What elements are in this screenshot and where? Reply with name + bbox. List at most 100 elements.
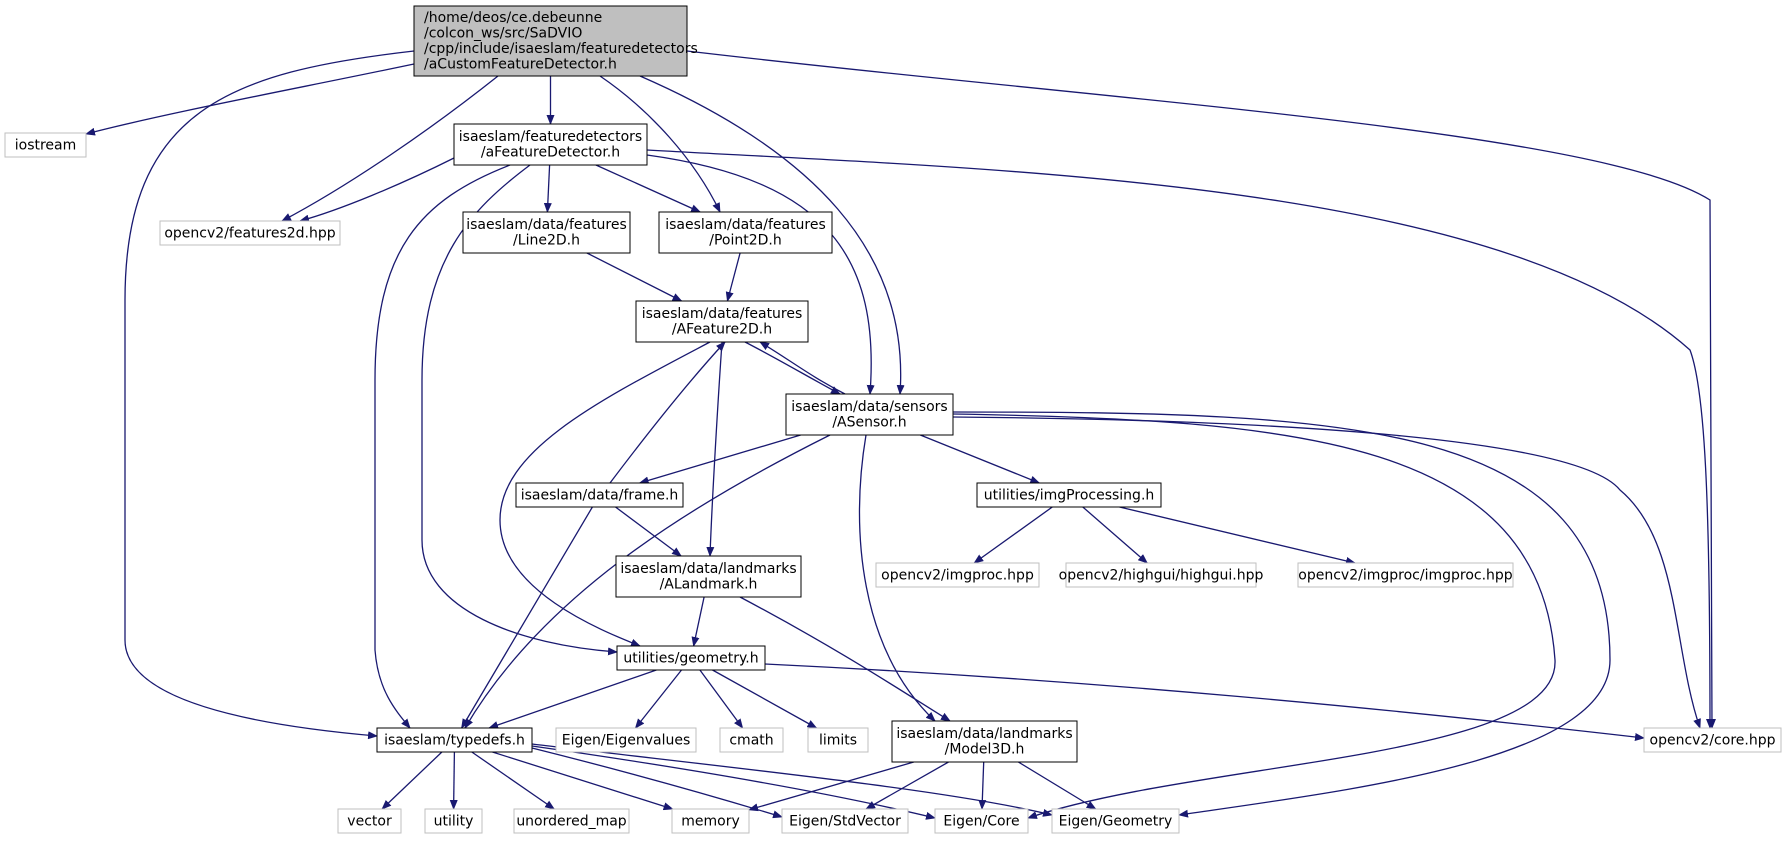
node-box — [807, 727, 869, 753]
node-root[interactable]: /home/deos/ce.debeunne/colcon_ws/src/SaD… — [413, 5, 698, 77]
node-box — [616, 645, 766, 671]
node-box — [376, 727, 533, 753]
node-label: /ASensor.h — [832, 415, 906, 431]
node-cvcore: opencv2/core.hpp — [1643, 727, 1782, 753]
node-label: /cpp/include/isaeslam/featuredetectors — [424, 41, 698, 57]
edge-imgproc_util-to-highgui — [1082, 506, 1148, 564]
node-label: vector — [347, 813, 392, 829]
node-label: Eigen/Geometry — [1059, 813, 1173, 829]
node-line2d[interactable]: isaeslam/data/features/Line2D.h — [462, 211, 631, 254]
node-box — [424, 808, 483, 834]
node-label: cmath — [729, 732, 773, 748]
node-label: opencv2/core.hpp — [1650, 732, 1776, 748]
edge-geometry-to-limits — [712, 669, 818, 729]
node-label: opencv2/features2d.hpp — [164, 225, 335, 241]
node-egeom: Eigen/Geometry — [1051, 808, 1180, 834]
node-utility: utility — [424, 808, 483, 834]
node-box — [462, 211, 631, 254]
edge-typedefs-to-stdvec — [531, 747, 783, 819]
edge-typedefs-to-ecore — [531, 745, 936, 820]
node-label: /colcon_ws/src/SaDVIO — [424, 26, 582, 42]
node-box — [4, 132, 87, 158]
edge-asensor-to-ecore — [952, 413, 1556, 819]
node-label: /AFeature2D.h — [672, 322, 772, 338]
node-box — [1065, 562, 1257, 588]
edge-afd-to-f2d — [299, 157, 455, 223]
node-label: Eigen/StdVector — [789, 813, 901, 829]
node-imgproc: opencv2/imgproc.hpp — [875, 562, 1040, 588]
node-label: /aFeatureDetector.h — [481, 145, 620, 161]
edge-model3d-to-egeom — [1017, 761, 1097, 810]
edge-frame-to-typedefs — [461, 506, 593, 729]
edge-asensor-to-imgproc_util — [920, 434, 1041, 484]
edge-root-to-typedefs — [124, 50, 415, 740]
node-box — [555, 727, 697, 753]
node-model3d[interactable]: isaeslam/data/landmarks/Model3D.h — [891, 720, 1078, 763]
node-highgui: opencv2/highgui/highgui.hpp — [1059, 562, 1263, 588]
edge-typedefs-to-utility — [449, 751, 458, 810]
node-box — [159, 220, 341, 246]
node-label: Eigen/Core — [943, 813, 1019, 829]
node-label: isaeslam/data/features — [642, 306, 803, 322]
node-box — [513, 808, 630, 834]
node-label: /Line2D.h — [513, 233, 580, 249]
node-geometry[interactable]: utilities/geometry.h — [616, 645, 766, 671]
node-box — [719, 727, 784, 753]
node-label: iostream — [15, 137, 77, 153]
node-label: isaeslam/data/features — [466, 217, 627, 233]
node-label: isaeslam/data/features — [665, 217, 826, 233]
edge-afd-to-cvcore — [646, 149, 1714, 729]
node-limits: limits — [807, 727, 869, 753]
edge-afd-to-line2d — [543, 164, 552, 213]
edge-geometry-to-cmath — [699, 669, 744, 729]
node-label: Eigen/Eigenvalues — [562, 732, 690, 748]
node-point2d[interactable]: isaeslam/data/features/Point2D.h — [658, 211, 833, 254]
edge-root-to-asensor — [639, 75, 905, 395]
node-box — [976, 482, 1162, 508]
node-cmath: cmath — [719, 727, 784, 753]
node-asensor[interactable]: isaeslam/data/sensors/ASensor.h — [785, 393, 954, 436]
node-imgproc_util[interactable]: utilities/imgProcessing.h — [976, 482, 1162, 508]
node-label: limits — [819, 732, 857, 748]
node-box — [515, 482, 684, 508]
node-box — [635, 300, 809, 343]
node-umap: unordered_map — [513, 808, 630, 834]
node-f2d: opencv2/features2d.hpp — [159, 220, 341, 246]
edge-typedefs-to-vector — [381, 751, 443, 810]
node-label: isaeslam/data/landmarks — [620, 561, 796, 577]
node-box — [658, 211, 833, 254]
node-afd[interactable]: isaeslam/featuredetectors/aFeatureDetect… — [453, 123, 648, 166]
node-label: isaeslam/typedefs.h — [384, 732, 525, 748]
edge-imgproc_util-to-imgproc2 — [1119, 506, 1356, 565]
edge-root-to-point2d — [599, 75, 721, 213]
edge-root-to-f2d — [281, 75, 499, 222]
edge-typedefs-to-memory — [492, 751, 674, 811]
node-frame[interactable]: isaeslam/data/frame.h — [515, 482, 684, 508]
node-box — [413, 5, 688, 77]
edge-geometry-to-cvcore — [764, 663, 1645, 741]
node-imgproc2: opencv2/imgproc/imgproc.hpp — [1297, 562, 1514, 588]
edge-afd-to-typedefs — [374, 164, 511, 729]
node-iostream: iostream — [4, 132, 87, 158]
node-box — [781, 808, 909, 834]
node-alandmark[interactable]: isaeslam/data/landmarks/ALandmark.h — [615, 555, 802, 598]
edge-model3d-to-ecore — [978, 761, 987, 810]
edge-afeat-to-geometry — [499, 341, 711, 647]
node-vector: vector — [337, 808, 402, 834]
node-afeat[interactable]: isaeslam/data/features/AFeature2D.h — [635, 300, 809, 343]
node-label: utility — [434, 813, 474, 829]
node-box — [785, 393, 954, 436]
node-label: /Point2D.h — [709, 233, 782, 249]
node-label: utilities/imgProcessing.h — [984, 487, 1155, 503]
edge-alandmark-to-geometry — [691, 596, 705, 647]
node-box — [337, 808, 402, 834]
node-box — [934, 808, 1029, 834]
edge-typedefs-to-umap — [471, 751, 556, 810]
edge-afeat-to-asensor — [744, 341, 841, 395]
edge-alandmark-to-model3d — [739, 596, 951, 722]
edge-asensor-to-afeat — [759, 341, 846, 395]
node-box — [875, 562, 1040, 588]
node-eigvals: Eigen/Eigenvalues — [555, 727, 697, 753]
node-typedefs[interactable]: isaeslam/typedefs.h — [376, 727, 533, 753]
